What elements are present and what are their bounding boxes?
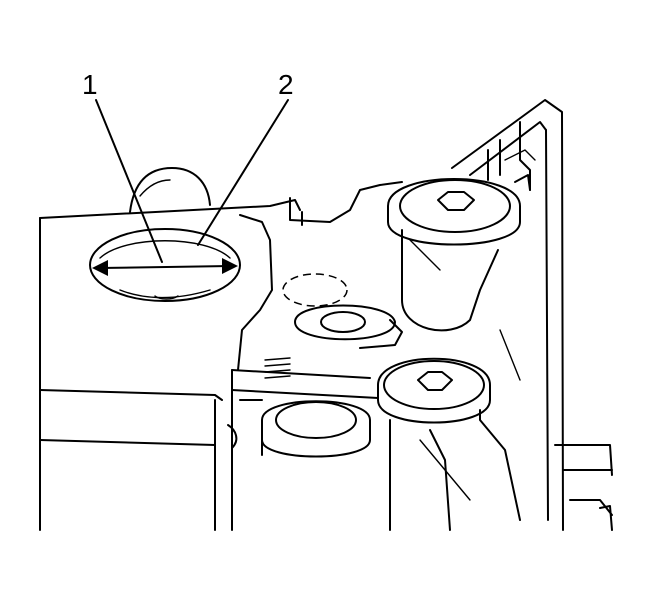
callout-label-2: 2 <box>278 69 294 100</box>
upper-bolt <box>387 178 521 332</box>
lower-boss <box>239 399 371 458</box>
measured-bore <box>89 228 241 302</box>
dimension-arrow <box>92 258 238 276</box>
dome-cap <box>129 167 211 213</box>
lower-bolt <box>377 357 521 531</box>
leader-line-1 <box>95 99 163 263</box>
leader-line-2 <box>197 99 289 246</box>
callout-label-1: 1 <box>82 69 98 100</box>
dashed-hole <box>282 273 348 307</box>
right-housing <box>451 99 613 531</box>
washer <box>294 304 403 349</box>
spring <box>264 357 291 379</box>
callout-leaders <box>95 99 289 263</box>
misc-edges <box>227 239 521 501</box>
main-plate <box>39 181 403 531</box>
